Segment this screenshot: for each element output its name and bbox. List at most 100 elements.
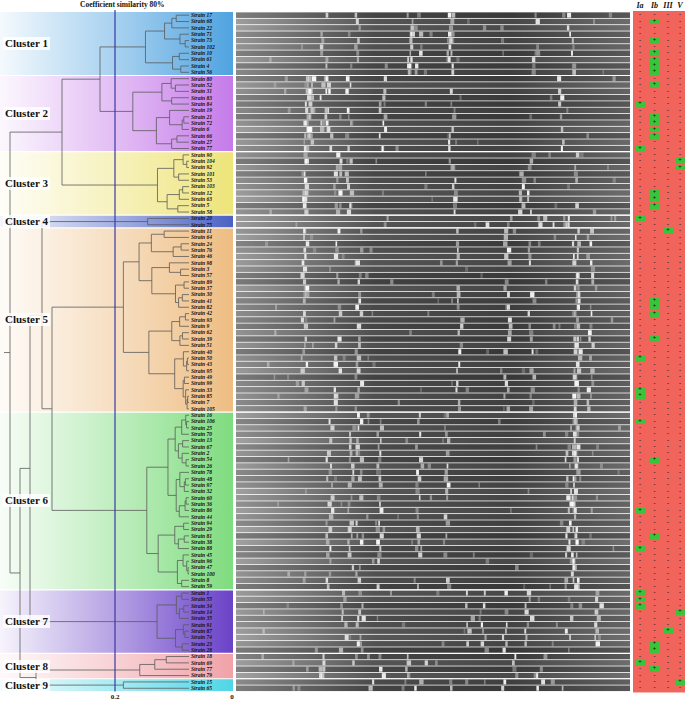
gel-band [404, 679, 406, 684]
gel-band [345, 133, 349, 138]
gel-band [368, 419, 370, 424]
gel-band [569, 464, 571, 469]
gel-band [326, 552, 330, 557]
gel-band [514, 654, 516, 659]
gel-band [594, 635, 596, 640]
gel-band [331, 495, 335, 500]
lane-shade [236, 400, 630, 406]
lane-shade [236, 254, 630, 260]
gel-band [429, 32, 432, 37]
gel-band [576, 552, 578, 557]
gel-band [574, 324, 577, 329]
gel-band [515, 565, 518, 570]
gel-band [530, 292, 534, 297]
gel-band [568, 216, 570, 221]
gel-band [347, 184, 350, 189]
gel-band [352, 425, 356, 430]
gel-band [549, 584, 551, 589]
cut-line-label: Coefficient similarity 80% [80, 0, 165, 9]
gel-band [338, 165, 342, 170]
gel-band [452, 184, 454, 189]
gel-band [458, 362, 460, 367]
gel-band [415, 445, 418, 450]
gel-band [340, 159, 343, 164]
gel-band [334, 191, 336, 196]
gel-band [354, 375, 357, 380]
gel-band [348, 552, 352, 557]
gel-band [578, 356, 582, 361]
gel-band [564, 578, 568, 583]
gel-band [570, 425, 572, 430]
gel-band [306, 241, 309, 246]
gel-band [503, 241, 507, 246]
gel-band [507, 222, 510, 227]
gel-band [301, 356, 303, 361]
gel-band [590, 260, 592, 265]
gel-band [360, 229, 362, 234]
gel-band [375, 159, 377, 164]
gel-band [535, 349, 538, 354]
gel-band [417, 540, 420, 545]
gel-band [574, 286, 577, 291]
gel-band [575, 540, 578, 545]
gel-band [574, 419, 577, 424]
head-slot: Ia [634, 1, 646, 10]
gel-band [504, 648, 506, 653]
gel-band [507, 248, 511, 253]
gel-band [357, 616, 359, 621]
gel-band [567, 25, 569, 30]
gel-band [305, 387, 309, 392]
gel-band [305, 102, 307, 107]
gel-band [335, 241, 337, 246]
gel-band [322, 660, 325, 665]
gel-band [456, 286, 459, 291]
gel-band [451, 13, 455, 18]
gel-band [326, 121, 329, 126]
gel-band [379, 476, 382, 481]
gel-band [338, 191, 342, 196]
gel-band [524, 629, 526, 634]
gel-band [328, 527, 332, 532]
gel-band [415, 64, 418, 69]
strain-label: Strain 65 [191, 685, 212, 691]
lane-shade [236, 374, 630, 380]
gel-band [453, 165, 456, 170]
gel-band [302, 203, 306, 208]
cluster-label-slot: Cluster 9 [3, 679, 50, 692]
gel-band [356, 521, 358, 526]
gel-band [329, 546, 331, 551]
gel-band [600, 464, 603, 469]
gel-band [447, 57, 451, 62]
lane-shade [236, 203, 630, 209]
gel-band [308, 127, 310, 132]
gel-band [566, 476, 568, 481]
gel-band [334, 318, 336, 323]
gel-band [498, 419, 500, 424]
gel-band [589, 533, 592, 538]
gel-band [577, 248, 579, 253]
gel-band [557, 76, 561, 81]
gel-band [347, 210, 351, 215]
gel-band [311, 140, 314, 145]
gel-band [292, 660, 294, 665]
gel-band [446, 495, 448, 500]
gel-band [512, 667, 516, 672]
gel-band [432, 292, 435, 297]
gel-band [477, 140, 479, 145]
lane-shade [236, 266, 630, 272]
gel-band [444, 476, 448, 481]
gel-band [415, 483, 418, 488]
gel-band [362, 533, 364, 538]
gel-band [455, 140, 457, 145]
gel-band [447, 464, 449, 469]
gel-band [330, 425, 334, 430]
gel-band [519, 171, 523, 176]
gel-band [347, 108, 350, 113]
gel-band [367, 413, 370, 418]
gel-band [367, 654, 370, 659]
gel-band [329, 559, 331, 564]
gel-band [398, 400, 400, 405]
gel-band [452, 32, 455, 37]
cluster-label: Cluster 5 [3, 313, 50, 326]
column-header: Ia [634, 1, 646, 10]
